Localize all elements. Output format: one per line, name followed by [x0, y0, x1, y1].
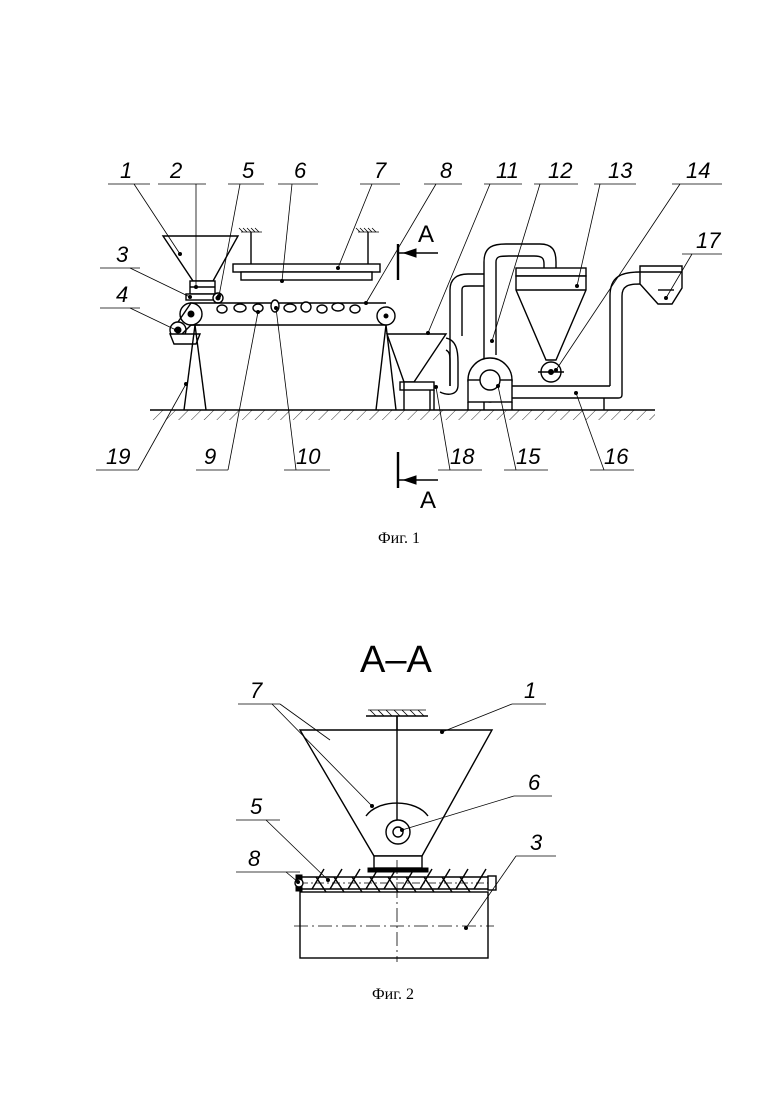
roller-section	[386, 820, 410, 844]
callout-12: 12	[548, 158, 572, 183]
callout-10: 10	[296, 444, 321, 469]
callout-8-fig2: 8	[248, 846, 261, 871]
hopper	[163, 236, 238, 303]
callout-14: 14	[686, 158, 710, 183]
ground	[150, 410, 655, 420]
callout-15: 15	[516, 444, 541, 469]
callout-16: 16	[604, 444, 629, 469]
callout-4: 4	[116, 282, 128, 307]
callout-1: 1	[120, 158, 132, 183]
callout-11: 11	[496, 158, 519, 183]
callout-7: 7	[374, 158, 387, 183]
callout-9: 9	[204, 444, 216, 469]
callout-13: 13	[608, 158, 633, 183]
radiating-panel	[233, 228, 380, 280]
section-title: А–А	[360, 639, 432, 681]
cyclone	[516, 268, 586, 360]
section-letter-bottom: A	[420, 487, 436, 514]
callout-7-fig2: 7	[250, 678, 263, 703]
callout-2: 2	[169, 158, 182, 183]
callout-1-fig2: 1	[524, 678, 536, 703]
callout-5: 5	[242, 158, 255, 183]
receiving-funnel	[387, 334, 446, 410]
callout-3: 3	[116, 242, 129, 267]
fan	[468, 358, 512, 410]
sluice-gate	[538, 362, 564, 382]
grains	[217, 300, 360, 313]
figure-2: А–А	[236, 639, 556, 1003]
callout-3-fig2: 3	[530, 830, 543, 855]
section-marker-top: A	[398, 221, 438, 280]
section-marker-bottom: A	[398, 452, 438, 514]
callout-6-fig2: 6	[528, 770, 541, 795]
callout-6: 6	[294, 158, 307, 183]
section-letter-top: A	[418, 221, 434, 248]
cooler	[640, 266, 682, 304]
callout-18: 18	[450, 444, 475, 469]
callout-8: 8	[440, 158, 453, 183]
callout-5-fig2: 5	[250, 794, 263, 819]
figure-1: A A 1 2 5 6 7 8	[96, 158, 722, 547]
figure-1-caption: Фиг. 1	[378, 530, 420, 547]
figure-2-caption: Фиг. 2	[372, 986, 414, 1003]
callout-17: 17	[696, 228, 721, 253]
callout-19: 19	[106, 444, 130, 469]
